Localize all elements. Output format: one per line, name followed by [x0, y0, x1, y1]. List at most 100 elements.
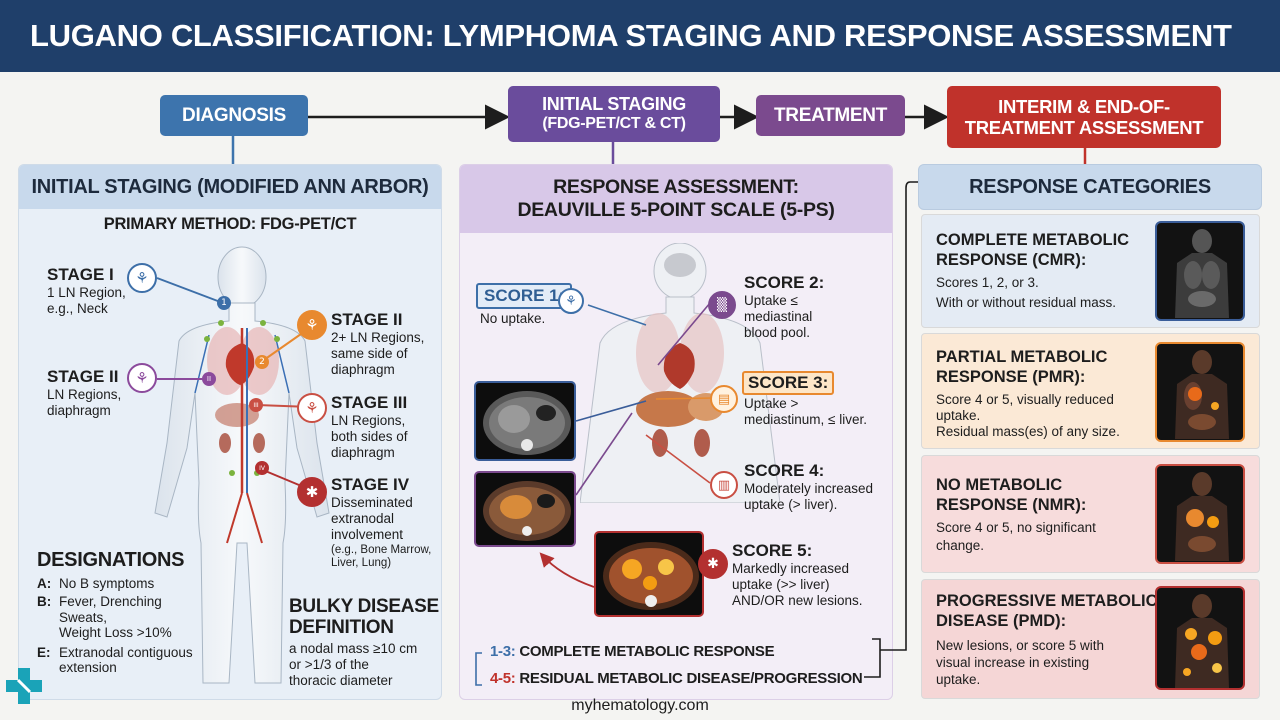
- score-5-line-3: AND/OR new lesions.: [732, 593, 863, 609]
- lymph-node-icon: ⚘: [297, 393, 327, 423]
- initial-staging-box: INITIAL STAGING (FDG-PET/CT & CT): [508, 86, 720, 142]
- pmd-title-2: DISEASE (PMD):: [936, 611, 1067, 630]
- cmr-line-2: With or without residual mass.: [936, 295, 1117, 310]
- designation-a-letter: A:: [37, 576, 52, 591]
- lymph-node-icon: ⚘: [297, 310, 327, 340]
- summary-cmr-label: COMPLETE METABOLIC RESPONSE: [519, 643, 775, 660]
- score-5-line-2: uptake (>> liver): [732, 577, 830, 593]
- score-3-text-block: Uptake > mediastinum, ≤ liver.: [744, 396, 867, 428]
- pmd-line-2: visual increase in existing: [936, 655, 1090, 670]
- categories-header-text: RESPONSE CATEGORIES: [969, 176, 1211, 198]
- score-2-line-2: mediastinal: [744, 309, 813, 325]
- pmr-line-1: Score 4 or 5, visually reduced: [936, 392, 1114, 407]
- stage-marker-1: 1: [217, 296, 231, 310]
- pet-scan-nmr: [1155, 464, 1245, 564]
- page-title-bar: LUGANO CLASSIFICATION: LYMPHOMA STAGING …: [0, 0, 1280, 72]
- logo-cross-icon: [6, 668, 42, 704]
- nmr-title-1: NO METABOLIC: [936, 476, 1063, 494]
- cmr-line-1: Scores 1, 2, or 3.: [936, 275, 1039, 290]
- score-4-line-1: Moderately increased: [744, 481, 874, 496]
- stage-4-line-2: extranodal: [331, 511, 395, 527]
- staging-header-text: INITIAL STAGING (MODIFIED ANN ARBOR): [31, 176, 429, 198]
- designation-b-line-2: Sweats,: [59, 609, 108, 625]
- pet-scan-pmd: [1155, 586, 1245, 690]
- summary-cmr-range: 1-3:: [490, 643, 516, 660]
- lymph-node-icon: ⚘: [558, 288, 584, 314]
- designation-a-text: No B symptoms: [59, 576, 155, 591]
- diagnosis-label: DIAGNOSIS: [182, 104, 286, 126]
- deauville-header-1: RESPONSE ASSESSMENT:: [553, 175, 799, 198]
- score-4-title: SCORE 4:: [744, 461, 825, 480]
- score-2-line-3: blood pool.: [744, 325, 811, 341]
- designation-e-letter: E:: [37, 644, 51, 660]
- bulky-line-1: a nodal mass ≥10 cm: [289, 640, 418, 656]
- page-title: LUGANO CLASSIFICATION: LYMPHOMA STAGING …: [30, 18, 1232, 53]
- designations-block: DESIGNATIONS A: No B symptoms B: Fever, …: [37, 549, 227, 676]
- stage-2b-line-1: LN Regions,: [47, 387, 122, 402]
- summary-progression-label: RESIDUAL METABOLIC DISEASE/PROGRESSION: [519, 670, 863, 687]
- primary-method: PRIMARY METHOD: FDG-PET/CT: [103, 215, 357, 233]
- cmr-title-1: COMPLETE METABOLIC: [936, 231, 1130, 249]
- stage-1-title: STAGE I: [47, 265, 114, 284]
- pmd-line-1: New lesions, or score 5 with: [936, 638, 1105, 653]
- score-3-title: SCORE 3:: [748, 373, 829, 392]
- assessment-box: INTERIM & END-OF- TREATMENT ASSESSMENT: [947, 86, 1221, 148]
- score-3-icon: ▤: [710, 385, 738, 413]
- score-3-badge: SCORE 3:: [742, 371, 835, 395]
- treatment-label: TREATMENT: [773, 104, 888, 126]
- body-silhouette: [154, 246, 330, 684]
- score-2-icon: ▒: [708, 291, 736, 319]
- score-2-line-1: Uptake ≤: [744, 293, 798, 308]
- designation-e-line-2: extension: [59, 660, 117, 676]
- stage-marker-2b: II: [202, 372, 216, 386]
- stage-2-line-1: 2+ LN Regions,: [331, 330, 425, 345]
- stage-marker-2: 2: [255, 355, 269, 369]
- assessment-label-2: TREATMENT ASSESSMENT: [964, 117, 1204, 138]
- score-5-title: SCORE 5:: [732, 541, 813, 560]
- score-1-title: SCORE 1:: [484, 286, 565, 305]
- score-1-text: No uptake.: [480, 311, 546, 326]
- stage-2-line-3: diaphragm: [331, 362, 395, 378]
- stage-2b-line-2: diaphragm: [47, 403, 111, 419]
- score-1-badge: SCORE 1:: [476, 283, 573, 309]
- deauville-panel: RESPONSE ASSESSMENT: DEAUVILLE 5-POINT S…: [459, 164, 893, 700]
- summary-cmr: 1-3: COMPLETE METABOLIC RESPONSE: [490, 643, 775, 660]
- pmd-line-3: uptake.: [936, 672, 981, 687]
- virus-icon: ✱: [698, 549, 728, 579]
- summary-progression-range: 4-5:: [490, 670, 516, 687]
- score-4-icon: ▥: [710, 471, 738, 499]
- designation-e-line-1: Extranodal contiguous: [59, 644, 193, 660]
- score-5-line-1: Markedly increased: [732, 561, 850, 576]
- stage-1-line-1: 1 LN Region,: [47, 285, 126, 300]
- bulky-title-1: BULKY DISEASE: [289, 596, 439, 617]
- designation-a: A: No B symptoms: [37, 576, 227, 591]
- stage-3-line-1: LN Regions,: [331, 413, 406, 428]
- stage-2-line-2: same side of: [331, 346, 408, 362]
- stage-3-line-3: diaphragm: [331, 445, 395, 461]
- pet-scan-cmr: [1155, 221, 1245, 321]
- stage-2b-title: STAGE II: [47, 367, 119, 386]
- designations-title: DESIGNATIONS: [37, 549, 185, 571]
- cmr-title-2: RESPONSE (CMR):: [936, 250, 1087, 269]
- pet-ct-scan-thumbnail: [474, 471, 576, 547]
- flow-connectors: [231, 104, 1087, 164]
- bone-marrow-icon: ✱: [297, 477, 327, 507]
- stage-4-line-1: Disseminated: [331, 495, 413, 510]
- pmr-title-1: PARTIAL METABOLIC: [936, 348, 1108, 366]
- deauville-header-2: DEAUVILLE 5-POINT SCALE (5-PS): [517, 199, 835, 221]
- footer-url[interactable]: myhematology.com: [571, 697, 709, 714]
- score-connectors: [475, 302, 881, 686]
- torso-silhouette: [580, 243, 780, 503]
- categories-header-label: RESPONSE CATEGORIES: [919, 165, 1261, 209]
- stage-3-line-2: both sides of: [331, 429, 408, 445]
- pmd-title-1: PROGRESSIVE METABOLIC: [936, 592, 1158, 610]
